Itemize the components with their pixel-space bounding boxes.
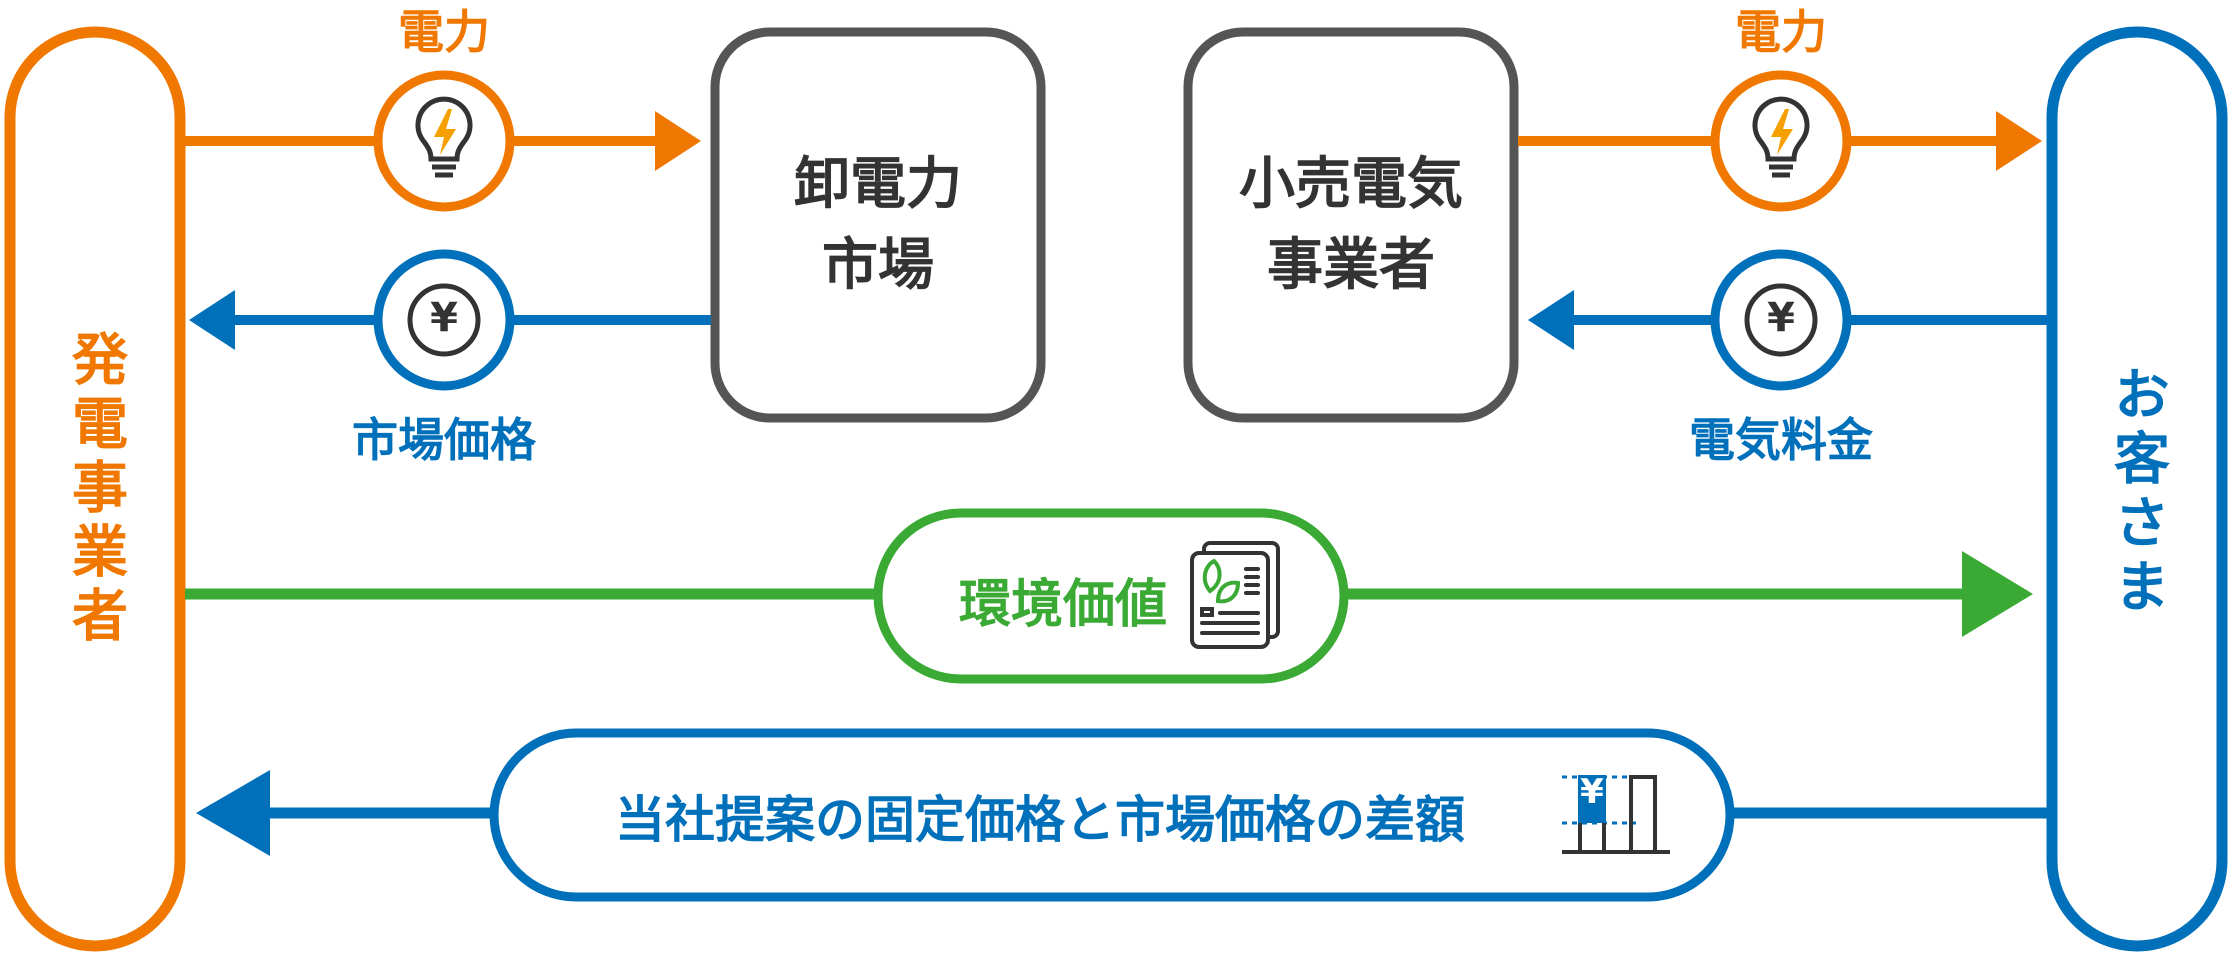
yen-coin-icon [373, 249, 515, 391]
wholesale-market-line1: 卸電力 [794, 151, 962, 217]
retailer-line2: 事業者 [1267, 233, 1435, 298]
yen-symbol: ¥ [1767, 295, 1795, 341]
customer-label: お客さま [2104, 365, 2170, 621]
wholesale-market-label: 卸電力市場 [715, 32, 1041, 418]
environmental-value-arrow [185, 551, 2033, 637]
lightbulb-icon [373, 70, 515, 212]
generator-label: 発電事業者 [62, 330, 128, 650]
lightbulb-icon [1710, 70, 1852, 212]
certificate-leaf-icon [1190, 541, 1280, 649]
power-label-right: 電力 [1735, 5, 1827, 59]
wholesale-market-box [710, 27, 1046, 423]
retailer-label: 小売電気事業者 [1188, 32, 1514, 418]
price-difference-arrow [196, 770, 2047, 856]
retailer-box [1183, 27, 1519, 423]
price-difference-label: 当社提案の固定価格と市場価格の差額 [615, 791, 1465, 849]
yen-bar-chart-icon [1562, 775, 1670, 854]
yen-symbol: ¥ [1580, 772, 1604, 812]
power-label-left: 電力 [398, 5, 490, 59]
retailer-line1: 小売電気 [1239, 151, 1463, 217]
yen-symbol: ¥ [430, 295, 458, 341]
price-difference-pill [489, 728, 1735, 902]
yen-coin-icon [1710, 249, 1852, 391]
wholesale-market-line2: 市場 [822, 233, 934, 298]
customer-pill [2046, 26, 2228, 952]
electricity-fee-label: 電気料金 [1689, 413, 1873, 467]
environmental-value-label: 環境価値 [958, 575, 1168, 635]
market-price-label: 市場価格 [352, 413, 536, 467]
generator-pill [4, 26, 186, 952]
